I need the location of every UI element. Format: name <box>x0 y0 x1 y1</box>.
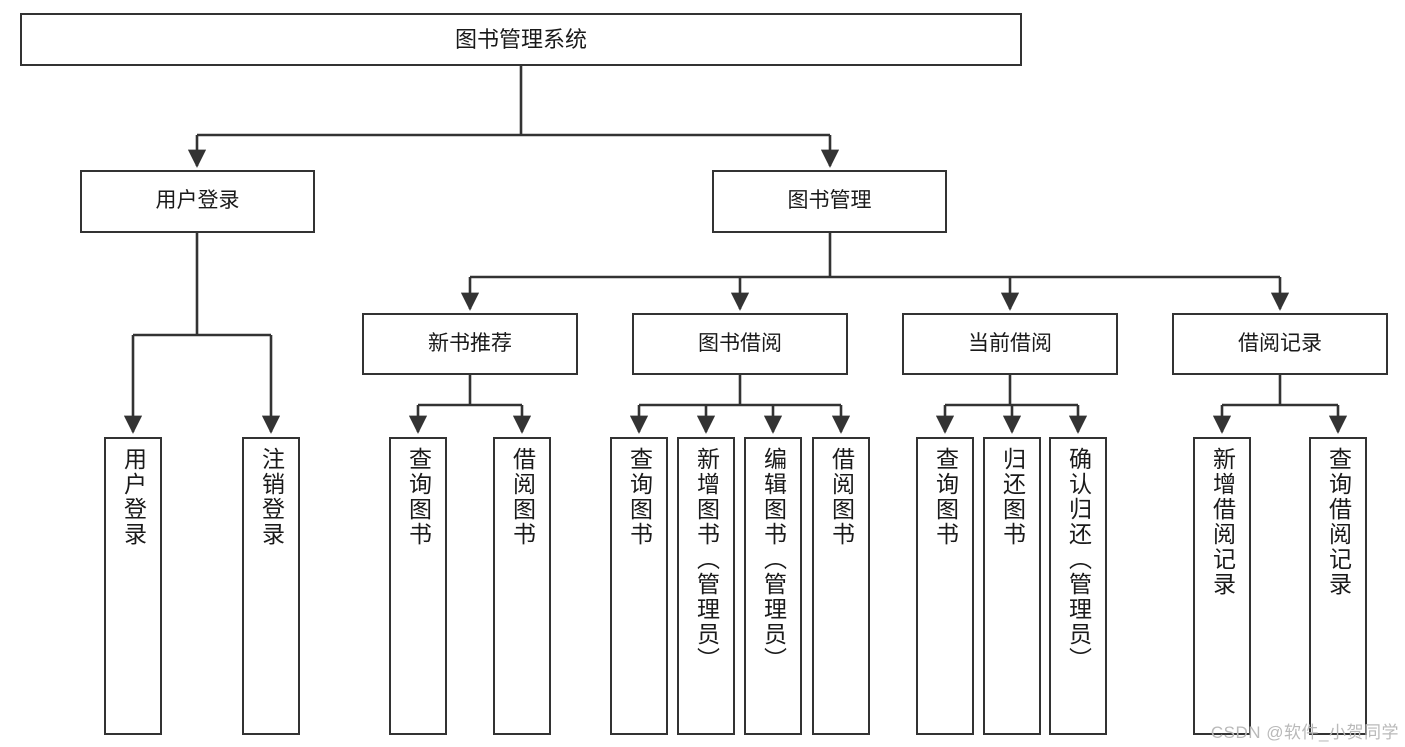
leaf-label: 借阅图书 <box>828 447 855 547</box>
leaf-label: 确认归还（管理员） <box>1065 447 1092 672</box>
leaf-label: 用户登录 <box>120 447 147 547</box>
leaf-add-book-admin[interactable]: 新增图书（管理员） <box>677 437 735 735</box>
node-label: 借阅记录 <box>1238 331 1322 355</box>
node-root-system[interactable]: 图书管理系统 <box>20 13 1022 66</box>
leaf-label: 注销登录 <box>258 447 285 547</box>
leaf-label: 编辑图书（管理员） <box>760 447 787 672</box>
node-user-login[interactable]: 用户登录 <box>80 170 315 233</box>
leaf-label: 查询图书 <box>626 447 653 547</box>
leaf-query-borrow-record[interactable]: 查询借阅记录 <box>1309 437 1367 735</box>
leaf-label: 新增借阅记录 <box>1209 447 1236 597</box>
leaf-borrow-book[interactable]: 借阅图书 <box>812 437 870 735</box>
leaf-borrow-book-recommend[interactable]: 借阅图书 <box>493 437 551 735</box>
leaf-query-book-current[interactable]: 查询图书 <box>916 437 974 735</box>
node-label: 图书借阅 <box>698 331 782 355</box>
leaf-label: 新增图书（管理员） <box>693 447 720 672</box>
csdn-watermark: CSDN @软件_小贺同学 <box>1210 723 1399 742</box>
leaf-return-book[interactable]: 归还图书 <box>983 437 1041 735</box>
node-label: 图书管理系统 <box>454 26 587 52</box>
leaf-label: 查询图书 <box>932 447 959 547</box>
leaf-label: 查询图书 <box>405 447 432 547</box>
leaf-label: 查询借阅记录 <box>1325 447 1352 597</box>
leaf-edit-book-admin[interactable]: 编辑图书（管理员） <box>744 437 802 735</box>
node-new-book-recommend[interactable]: 新书推荐 <box>362 313 578 375</box>
node-book-management[interactable]: 图书管理 <box>712 170 947 233</box>
node-borrow-record[interactable]: 借阅记录 <box>1172 313 1388 375</box>
leaf-logout[interactable]: 注销登录 <box>242 437 300 735</box>
node-label: 用户登录 <box>155 189 240 213</box>
leaf-confirm-return-admin[interactable]: 确认归还（管理员） <box>1049 437 1107 735</box>
leaf-label: 归还图书 <box>999 447 1026 547</box>
leaf-user-login[interactable]: 用户登录 <box>104 437 162 735</box>
leaf-query-book-recommend[interactable]: 查询图书 <box>389 437 447 735</box>
node-current-borrow[interactable]: 当前借阅 <box>902 313 1118 375</box>
node-book-borrow[interactable]: 图书借阅 <box>632 313 848 375</box>
node-label: 新书推荐 <box>428 331 512 355</box>
node-label: 当前借阅 <box>968 331 1052 355</box>
leaf-add-borrow-record[interactable]: 新增借阅记录 <box>1193 437 1251 735</box>
leaf-label: 借阅图书 <box>509 447 536 547</box>
leaf-query-book-borrow[interactable]: 查询图书 <box>610 437 668 735</box>
node-label: 图书管理 <box>787 189 872 213</box>
